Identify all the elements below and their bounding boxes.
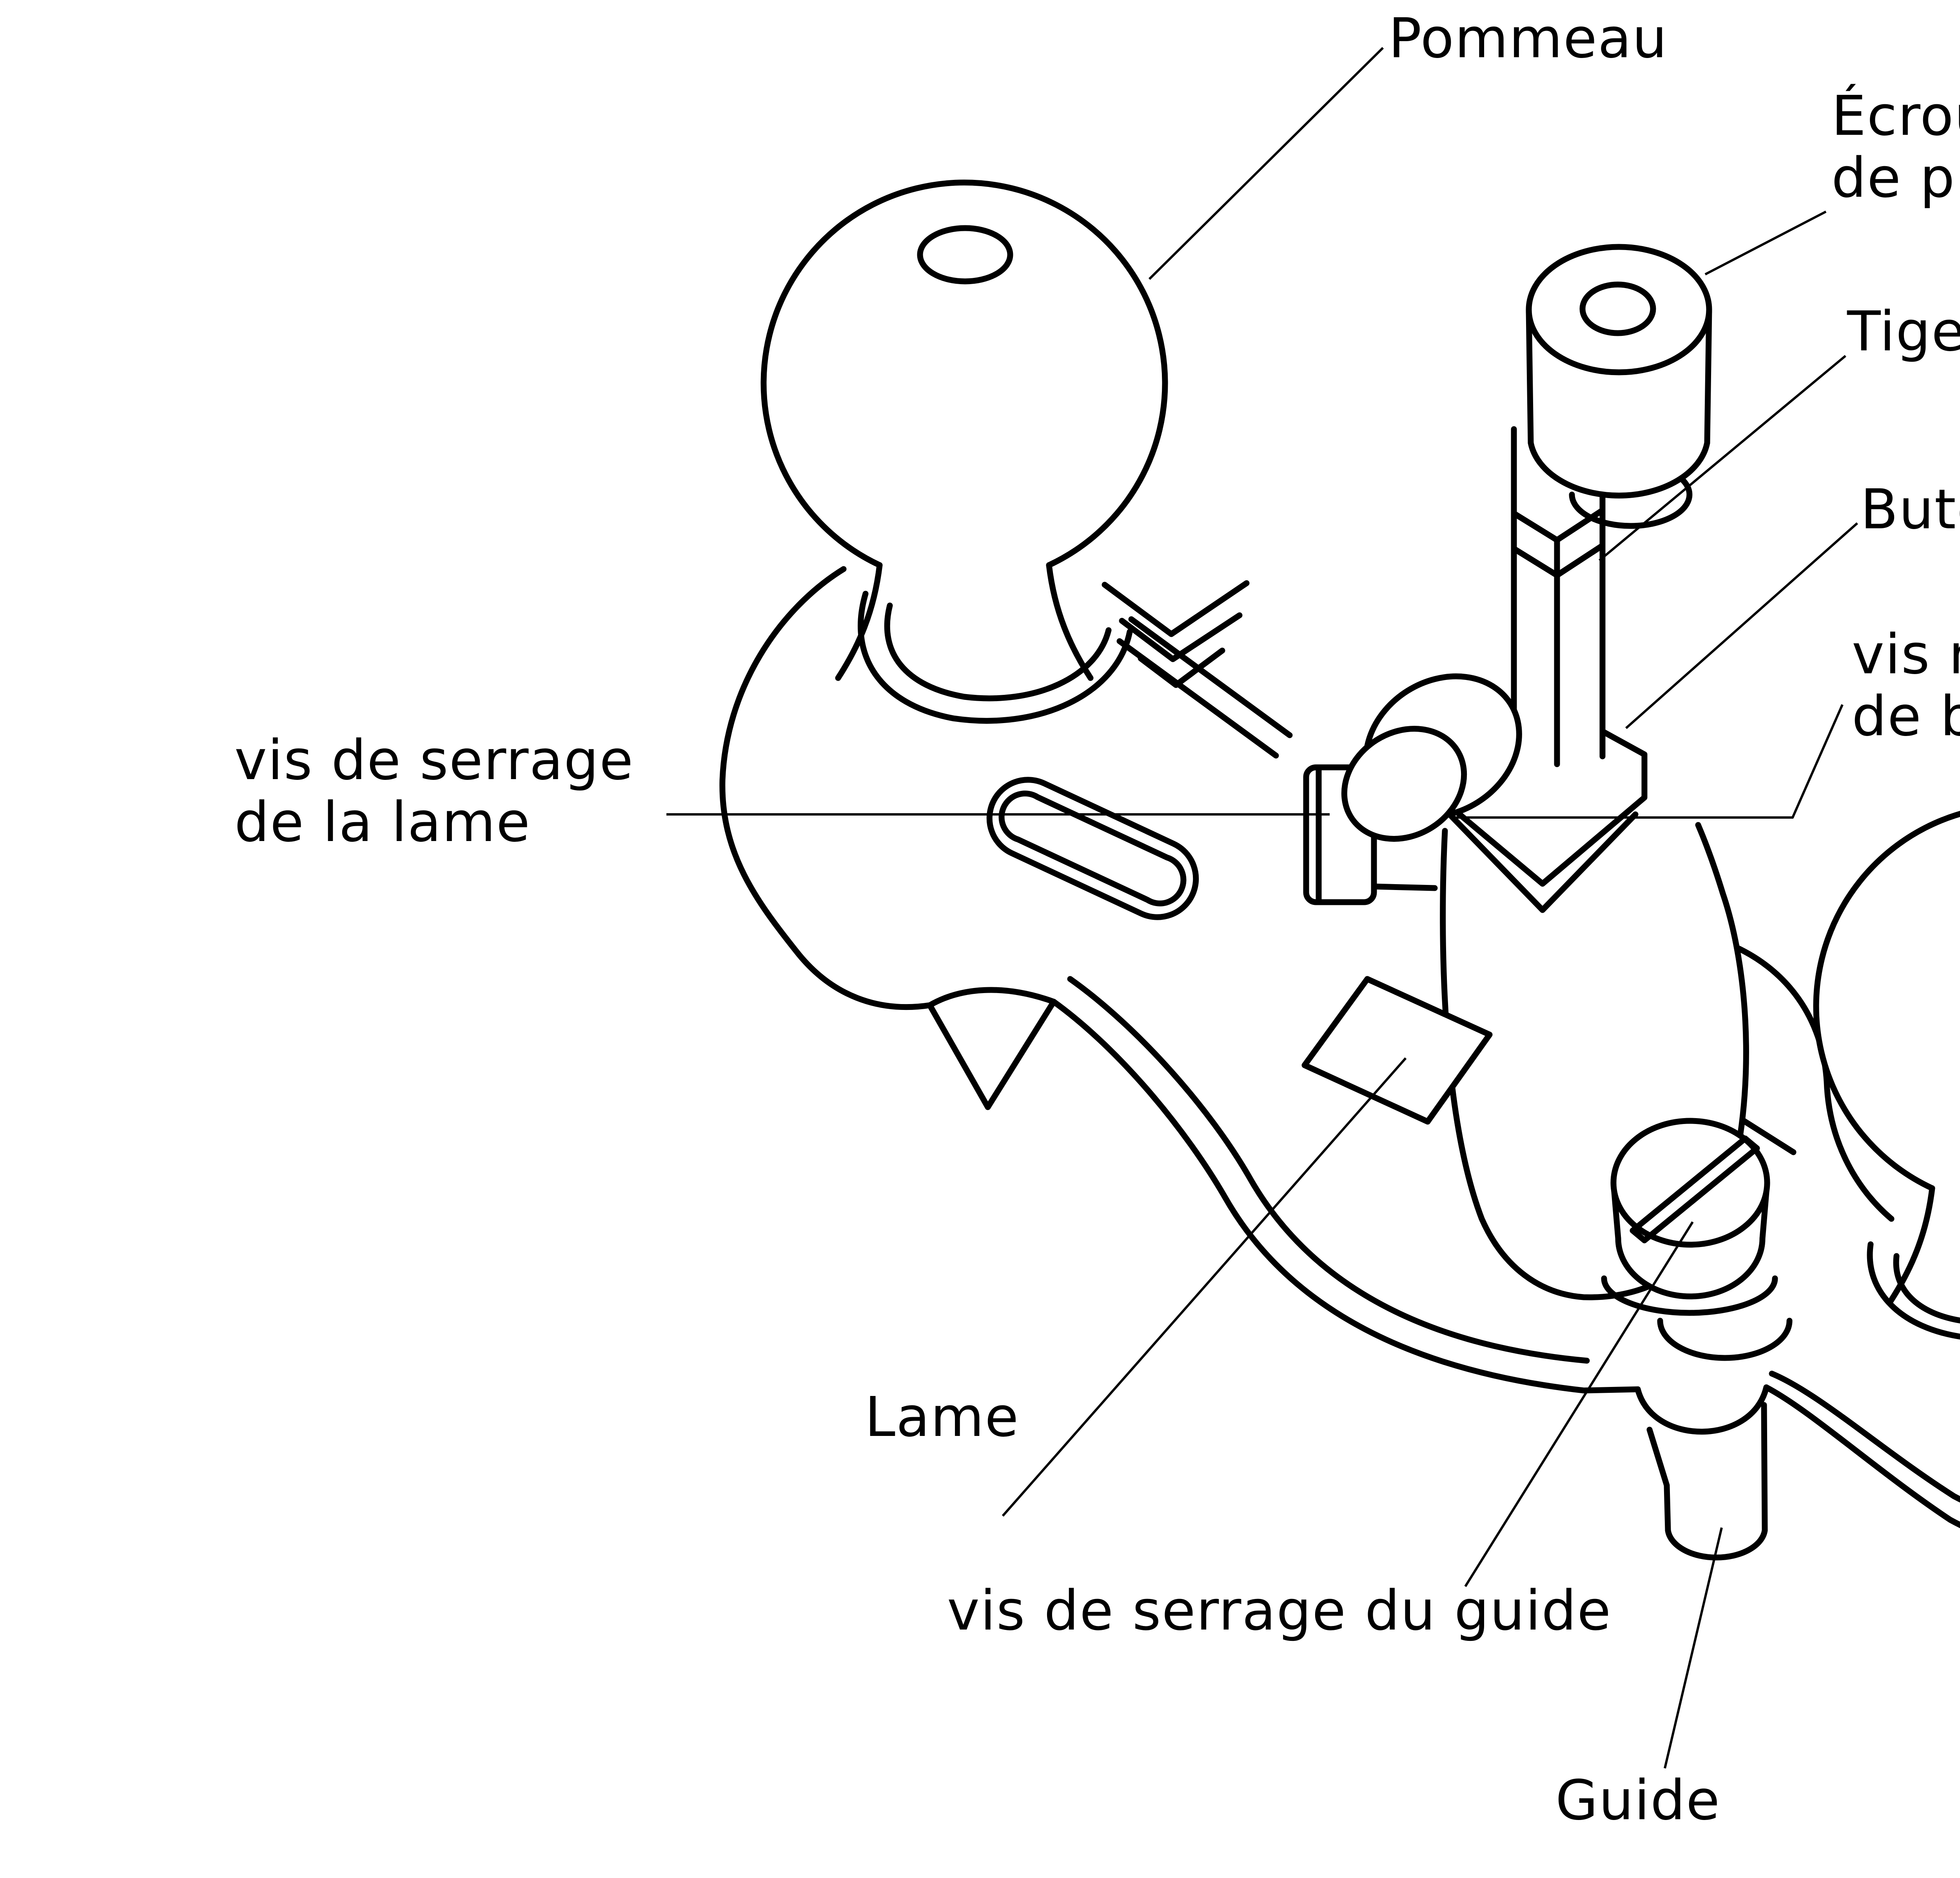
leader-ecrou xyxy=(1704,210,1827,276)
rear-knob-outline xyxy=(1813,810,1960,1191)
label-vis-lame-line1: vis de serrage xyxy=(234,729,634,792)
depth-stop-cap-groove xyxy=(1446,811,1639,913)
leader-vis-moletee xyxy=(1454,704,1844,819)
label-tige-line1: Tige filetée xyxy=(1847,300,1960,364)
leader-vis-guide xyxy=(1464,1221,1694,1587)
label-tige: Tige filetée xyxy=(1847,301,1960,363)
rear-knob-collar-rim-inner xyxy=(1893,1253,1960,1323)
label-vis-lame-line2: de la lame xyxy=(234,790,531,855)
base-ridge-outer xyxy=(1128,616,1293,738)
base-right-wing-outer xyxy=(1763,1384,1960,1528)
base-right-saddle xyxy=(1725,941,1895,1222)
guide-bottom xyxy=(1665,1527,1768,1561)
base-front-arch-outer xyxy=(1051,999,1641,1394)
label-butee: Butée de profondeur xyxy=(1860,479,1960,541)
label-vis-moletee: vis moletée de serrage de butée de profo… xyxy=(1852,624,1960,748)
guide-screw-bottom xyxy=(1615,1235,1766,1300)
label-vis-moletee-line1: vis moletée de serrage xyxy=(1852,623,1960,687)
base-left-edge xyxy=(719,566,933,1010)
nut-side-left xyxy=(1526,306,1534,446)
front-knob-neck-left xyxy=(835,562,883,681)
leader-tige xyxy=(1599,355,1846,562)
rear-knob xyxy=(1813,810,1960,1340)
nut-bottom-edge xyxy=(1528,440,1710,499)
label-butee-line1: Butée de profondeur xyxy=(1860,478,1960,542)
guide-screw-boss xyxy=(1657,1318,1793,1361)
label-ecrou: Écrou de réglage de profondeur xyxy=(1831,85,1960,209)
leader-butee xyxy=(1625,522,1858,729)
leader-pommeau xyxy=(1148,47,1384,280)
rear-knob-collar-rim-outer xyxy=(1867,1241,1960,1340)
nut-top-hole xyxy=(1579,281,1656,336)
leader-lame xyxy=(1002,1057,1407,1517)
guide-screw-washer xyxy=(1601,1275,1778,1316)
guide-screw-slot xyxy=(1630,1135,1760,1244)
base-chevron-ribs xyxy=(1102,580,1250,688)
front-knob-collar-rim-inner xyxy=(884,602,1112,702)
depth-adjust-nut xyxy=(1526,244,1712,499)
front-knob-outline xyxy=(760,179,1168,568)
label-ecrou-line1: Écrou de réglage xyxy=(1831,84,1960,148)
leader-lines xyxy=(666,47,1858,1769)
nut-side-right xyxy=(1704,306,1712,446)
rod-thread-2 xyxy=(1511,542,1606,578)
knurled-screw xyxy=(1341,673,1522,842)
base-guide-notch-front xyxy=(1635,1384,1769,1435)
base-right-wing xyxy=(1763,1370,1960,1528)
label-pommeau: Pommeau xyxy=(1388,7,1668,71)
label-vis-moletee-line2: de butée de profondeur xyxy=(1852,685,1960,749)
label-guide: Guide xyxy=(1555,1769,1721,1833)
label-vis-guide: vis de serrage du guide xyxy=(947,1580,1612,1642)
guide xyxy=(1635,1384,1769,1561)
guide-right-edge xyxy=(1761,1402,1768,1534)
rod-thread-1 xyxy=(1511,507,1606,543)
guide-clamp-screw xyxy=(1601,1118,1793,1361)
blade xyxy=(1301,976,1493,1125)
label-lame: Lame xyxy=(865,1385,1020,1449)
leader-guide xyxy=(1664,1527,1723,1769)
base-slot-inner xyxy=(998,790,1187,906)
label-lame-line1: Lame xyxy=(865,1385,1020,1449)
base-slot-outer xyxy=(986,777,1199,920)
front-knob-collar-rim-outer xyxy=(858,591,1133,724)
front-knob-dimple xyxy=(917,225,1013,285)
front-knob xyxy=(760,179,1168,724)
guide-left-edge xyxy=(1646,1427,1671,1534)
label-pommeau-line1: Pommeau xyxy=(1388,7,1668,71)
rear-knob-neck-left xyxy=(1887,1185,1935,1304)
label-vis-guide-line1: vis de serrage du guide xyxy=(947,1579,1612,1643)
label-guide-line1: Guide xyxy=(1555,1769,1721,1833)
base-front-foot xyxy=(927,987,1057,1110)
base-front-arch-inner xyxy=(1067,976,1590,1364)
knurled-screw-face xyxy=(1341,726,1467,842)
label-vis-lame: vis de serrage de la lame xyxy=(234,729,634,855)
nut-top-face xyxy=(1526,244,1712,375)
label-ecrou-line2: de profondeur xyxy=(1831,146,1960,210)
base-right-wing-inner xyxy=(1769,1370,1960,1503)
clamp-screw-shaft-bottom xyxy=(1371,883,1438,891)
